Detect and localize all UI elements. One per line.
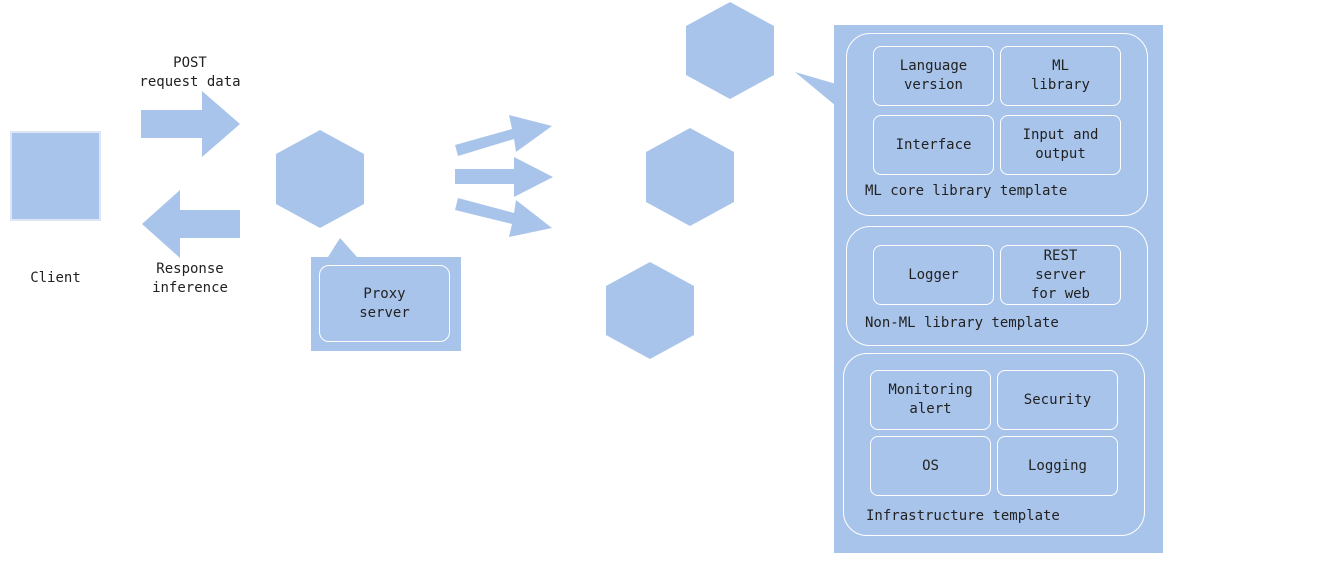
- infrastructure-title: Infrastructure template: [866, 508, 1060, 524]
- item-line: server: [1035, 266, 1086, 283]
- ml-core-item-input-output: Input and output: [1000, 115, 1121, 175]
- service-hexagon-bottom: [606, 262, 694, 359]
- response-arrow: [142, 190, 240, 258]
- item-line: Security: [1023, 391, 1092, 408]
- client-label: Client: [30, 270, 81, 286]
- infra-item-os: OS: [870, 436, 991, 496]
- infra-item-monitoring-alert: Monitoring alert: [870, 370, 991, 430]
- item-line: alert: [909, 401, 952, 417]
- proxy-hexagon: [276, 130, 364, 228]
- item-line: Logger: [908, 266, 959, 283]
- item-line: for web: [1030, 285, 1090, 302]
- item-line: Input and: [1022, 127, 1099, 143]
- response-label-line1: Response: [156, 261, 224, 277]
- ml-core-item-language-version: Language version: [873, 46, 994, 106]
- infra-item-logging: Logging: [997, 436, 1118, 496]
- item-line: OS: [922, 457, 939, 474]
- item-line: Monitoring: [888, 382, 973, 398]
- response-label-line2: inference: [152, 280, 228, 296]
- item-line: REST: [1043, 247, 1078, 264]
- infrastructure-template: Monitoring alert Security OS Logging Infr…: [843, 353, 1145, 536]
- template-callout: [795, 72, 836, 106]
- request-label: POST request data: [120, 54, 260, 92]
- request-label-line2: request data: [139, 74, 241, 90]
- proxy-label-line1: Proxy: [363, 285, 406, 302]
- fanout-arrow-lower: [455, 198, 552, 237]
- ml-core-template: Language version ML library Interface Inpu…: [846, 33, 1148, 216]
- client-node: [10, 131, 101, 221]
- ml-core-item-interface: Interface: [873, 115, 994, 175]
- item-line: output: [1035, 146, 1086, 162]
- non-ml-template: Logger REST server for web Non-ML library …: [846, 226, 1148, 346]
- fanout-arrow-middle: [455, 157, 553, 197]
- proxy-panel: Proxy server: [311, 257, 461, 351]
- ml-core-item-ml-library: ML library: [1000, 46, 1121, 106]
- request-arrow: [141, 91, 240, 157]
- service-hexagon-top: [686, 2, 774, 99]
- response-label: Response inference: [120, 260, 260, 298]
- template-panel: Language version ML library Interface Inpu…: [834, 25, 1163, 553]
- fanout-arrow-upper: [455, 115, 552, 156]
- item-line: version: [903, 77, 963, 93]
- item-line: Language: [899, 58, 968, 74]
- item-line: ML: [1052, 58, 1069, 74]
- non-ml-title: Non-ML library template: [865, 315, 1059, 331]
- proxy-callout: [328, 238, 357, 257]
- request-label-line1: POST: [173, 55, 207, 71]
- infra-item-security: Security: [997, 370, 1118, 430]
- proxy-server-box: Proxy server: [319, 265, 450, 342]
- proxy-label-line2: server: [359, 304, 410, 321]
- item-line: Logging: [1027, 457, 1087, 474]
- service-hexagon-middle: [646, 128, 734, 226]
- item-line: library: [1030, 77, 1090, 93]
- non-ml-item-rest-server: REST server for web: [1000, 245, 1121, 305]
- item-line: Interface: [895, 136, 972, 153]
- ml-core-title: ML core library template: [865, 183, 1068, 199]
- non-ml-item-logger: Logger: [873, 245, 994, 305]
